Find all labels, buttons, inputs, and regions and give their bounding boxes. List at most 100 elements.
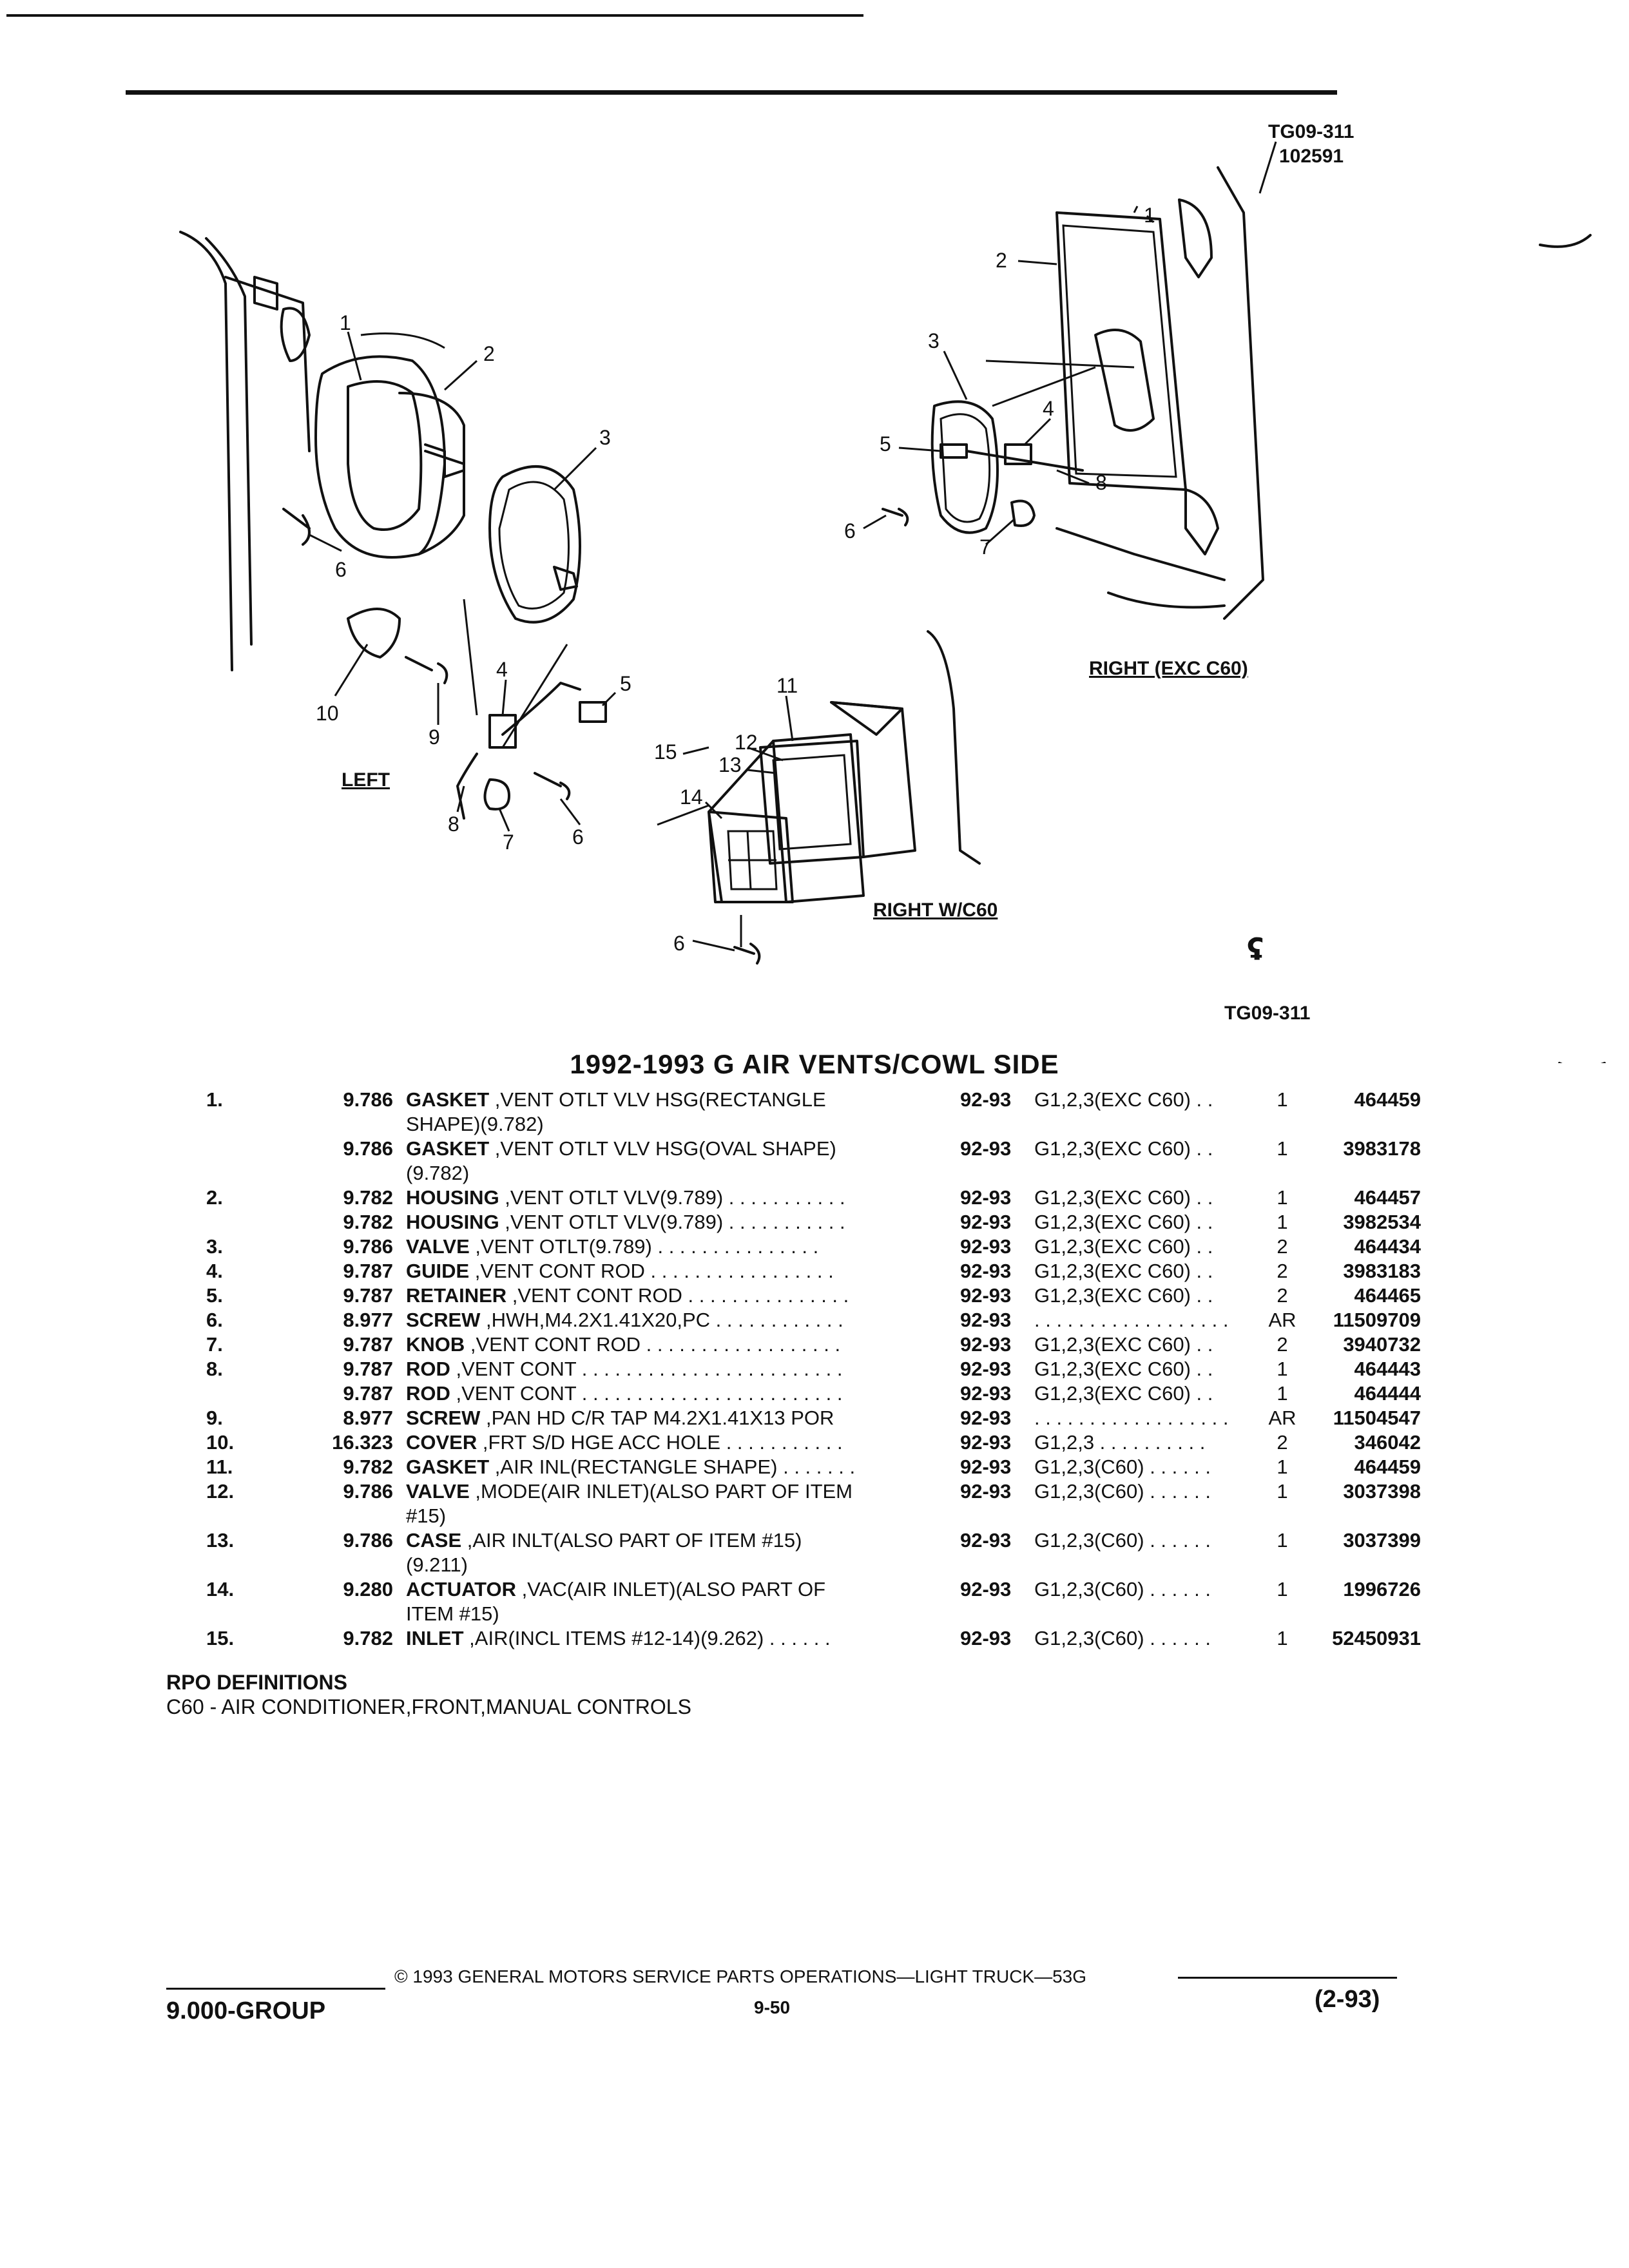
part-description: ROD ,VENT CONT . . . . . . . . . . . . .… <box>406 1381 960 1406</box>
left-rod-8a <box>501 682 581 736</box>
group-number: 9.786 <box>343 1137 393 1160</box>
part-description: HOUSING ,VENT OTLT VLV(9.789) . . . . . … <box>406 1186 960 1210</box>
right-floor-line2 <box>1107 591 1226 609</box>
part-name: SCREW <box>406 1407 481 1429</box>
actuator-14 <box>708 811 794 903</box>
part-number: 346042 <box>1354 1431 1421 1454</box>
ref-id-bottom: TG09-311 <box>1224 1003 1310 1024</box>
models: G1,2,3 . . . . . . . . . . <box>1034 1431 1206 1454</box>
part-name: RETAINER <box>406 1284 507 1307</box>
item-number: 14. <box>206 1578 235 1600</box>
callout-R5: 5 <box>880 432 891 456</box>
part-desc-text: ,PAN HD C/R TAP M4.2X1.41X13 POR <box>480 1407 834 1429</box>
leader-L1 <box>347 331 362 381</box>
group-number: 9.786 <box>343 1088 393 1111</box>
quantity: 1 <box>1277 1137 1288 1160</box>
models: G1,2,3(C60) . . . . . . <box>1034 1529 1211 1552</box>
item-number <box>180 1381 316 1406</box>
part-description: VALVE ,VENT OTLT(9.789) . . . . . . . . … <box>406 1235 960 1259</box>
quantity: 1 <box>1277 1578 1288 1600</box>
footer-rule-left <box>166 1988 385 1990</box>
quantity: 1 <box>1277 1186 1288 1209</box>
part-desc-text: ,HWH,M4.2X1.41X20,PC . . . . . . . . . .… <box>480 1309 843 1331</box>
leader-C15 <box>657 746 709 826</box>
part-desc-text: ,VENT CONT . . . . . . . . . . . . . . .… <box>450 1358 843 1380</box>
group-number: 9.782 <box>343 1627 393 1649</box>
part-description: GUIDE ,VENT CONT ROD . . . . . . . . . .… <box>406 1259 960 1283</box>
part-desc-continuation: ITEM #15) <box>406 1602 499 1625</box>
part-name: ACTUATOR <box>406 1578 517 1600</box>
part-desc-text: ,VENT OTLT VLV(9.789) . . . . . . . . . … <box>499 1186 845 1209</box>
leader-R4 <box>1023 418 1052 446</box>
group-number: 8.977 <box>343 1407 393 1429</box>
part-number: 3982534 <box>1343 1211 1421 1233</box>
item-number: 2. <box>206 1186 223 1209</box>
left-valve-inner <box>498 481 570 610</box>
table-row: 9.787 ROD ,VENT CONT . . . . . . . . . . … <box>180 1381 1421 1406</box>
part-name: ROD <box>406 1382 450 1405</box>
leader-C12 <box>747 746 784 762</box>
leader-R6 <box>863 514 887 530</box>
group-number: 16.323 <box>332 1431 393 1454</box>
item-number: 13. <box>206 1529 235 1552</box>
group-number: 8.977 <box>343 1309 393 1331</box>
item-number: 11. <box>206 1456 233 1478</box>
group-number: 9.280 <box>343 1578 393 1600</box>
model-years: 92-93 <box>960 1529 1012 1552</box>
left-tab <box>253 276 278 311</box>
right-floor-line <box>1055 527 1226 581</box>
leader-L2 <box>443 360 478 391</box>
part-number: 464434 <box>1354 1235 1421 1258</box>
quantity: 1 <box>1277 1358 1288 1380</box>
models: G1,2,3(EXC C60) . . <box>1034 1186 1213 1209</box>
part-number: 1996726 <box>1343 1578 1421 1600</box>
rpo-line: C60 - AIR CONDITIONER,FRONT,MANUAL CONTR… <box>166 1695 691 1718</box>
ref-leader <box>1258 141 1277 194</box>
part-description: GASKET ,AIR INL(RECTANGLE SHAPE) . . . .… <box>406 1455 960 1479</box>
item-number: 12. <box>206 1480 235 1503</box>
model-years: 92-93 <box>960 1284 1012 1307</box>
leader-L6a <box>309 533 342 552</box>
quantity: 1 <box>1277 1529 1288 1552</box>
group-number: 9.782 <box>343 1456 393 1478</box>
model-years: 92-93 <box>960 1407 1012 1429</box>
right-guide-4 <box>1004 443 1032 465</box>
part-desc-text: ,MODE(AIR INLET)(ALSO PART OF ITEM <box>469 1480 853 1503</box>
models: . . . . . . . . . . . . . . . . . . <box>1034 1309 1229 1331</box>
section-title: 1992-1993 G AIR VENTS/COWL SIDE <box>570 1049 1059 1079</box>
leader-C6 <box>692 939 735 952</box>
model-years: 92-93 <box>960 1309 1012 1331</box>
models: G1,2,3(C60) . . . . . . <box>1034 1480 1211 1503</box>
screw-6-c60 <box>733 943 761 965</box>
part-desc-text: ,AIR INL(RECTANGLE SHAPE) . . . . . . . <box>489 1456 856 1478</box>
part-description: COVER ,FRT S/D HGE ACC HOLE . . . . . . … <box>406 1430 960 1455</box>
models: G1,2,3(C60) . . . . . . <box>1034 1456 1211 1478</box>
callout-L7: 7 <box>503 831 514 854</box>
part-desc-continuation: #15) <box>406 1504 447 1527</box>
part-desc-text: ,VENT OTLT VLV HSG(OVAL SHAPE) <box>489 1137 836 1160</box>
group-number: 9.787 <box>343 1382 393 1405</box>
right-exc-view: 1 2 3 4 5 6 7 8 RIGHT (EXC C60) <box>844 166 1264 679</box>
part-description: SCREW ,HWH,M4.2X1.41X20,PC . . . . . . .… <box>406 1308 960 1332</box>
top-rule-thick <box>126 90 1337 95</box>
callout-C14: 14 <box>680 785 703 809</box>
leader-R5 <box>898 447 941 452</box>
ref-date: 102591 <box>1279 146 1344 167</box>
model-years: 92-93 <box>960 1382 1012 1405</box>
part-number: 3983183 <box>1343 1260 1421 1282</box>
quantity: 2 <box>1277 1431 1288 1454</box>
item-number: 7. <box>206 1333 223 1356</box>
leader-L4 <box>501 679 507 716</box>
models: G1,2,3(EXC C60) . . <box>1034 1235 1213 1258</box>
right-pillar <box>1217 166 1264 620</box>
actuator-grid-lines <box>728 831 776 890</box>
model-years: 92-93 <box>960 1431 1012 1454</box>
